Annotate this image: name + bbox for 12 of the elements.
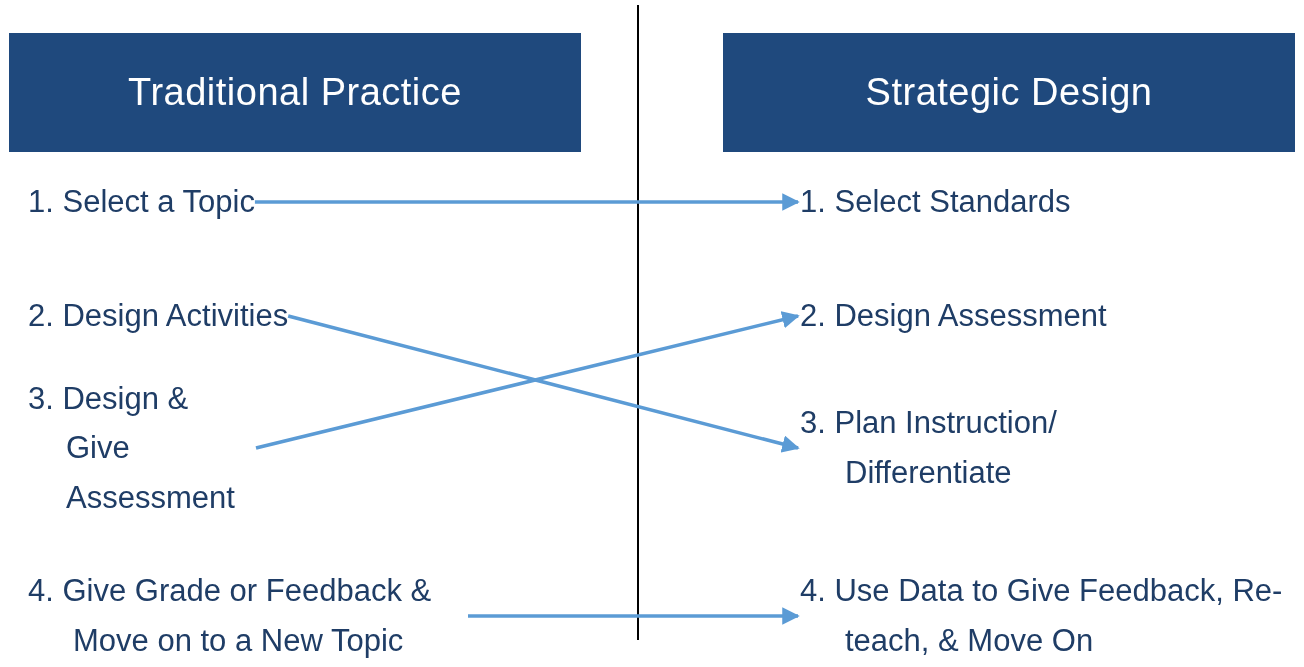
arrow — [468, 607, 800, 625]
step-text: 2. Design Activities — [28, 291, 289, 341]
column-header: Traditional Practice — [9, 33, 581, 152]
step-text: 1. Select Standards — [800, 177, 1071, 227]
step-text: 1. Select a Topic — [28, 177, 255, 227]
column-header: Strategic Design — [723, 33, 1295, 152]
step-text: 4. Use Data to Give Feedback, Re-teach, & Move On — [800, 566, 1304, 666]
step-text: 3. Plan Instruction/ Differentiate — [800, 398, 1145, 498]
step-text: 3. Design & Give Assessment — [28, 373, 256, 523]
step-text: 2. Design Assessment — [800, 291, 1107, 341]
step-text: 4. Give Grade or Feedback & Move on to a New Topic — [28, 566, 468, 666]
arrow — [254, 193, 800, 211]
